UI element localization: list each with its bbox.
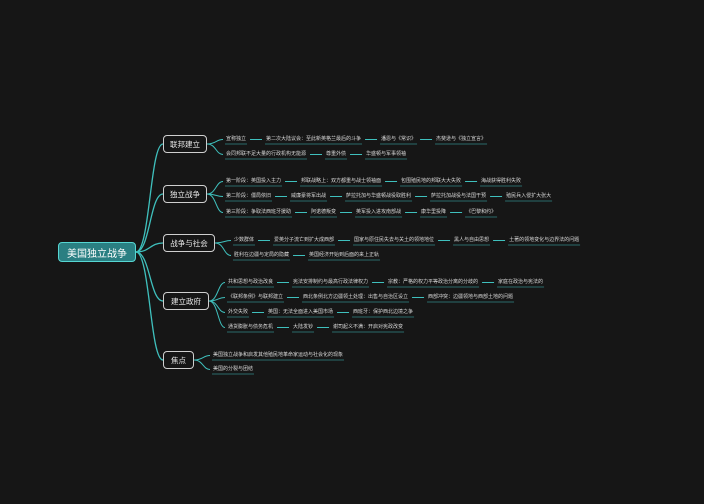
branch-topic[interactable]: 战争与社会 (163, 234, 215, 252)
leaf-topic[interactable]: 殖民兵入侵扩大张大 (506, 193, 552, 199)
connector (208, 282, 226, 302)
leaf-topic[interactable]: 邦联战略上：双方都重与战士领袖面 (301, 178, 382, 184)
leaf-topic[interactable]: 华盛顿与军事领袖 (366, 151, 407, 157)
leaf-topic[interactable]: 海战获得胜利失败 (481, 178, 522, 184)
connector (135, 251, 164, 302)
leaf-topic[interactable]: 阿诺德叛变 (311, 209, 337, 215)
leaf-topic[interactable]: 第一阶段：英国投入主力 (226, 178, 282, 184)
leaf-topic[interactable]: 《联邦条例》与联邦建立 (228, 294, 284, 300)
leaf-topic[interactable]: 萨拉托加战役与法国干预 (431, 193, 487, 199)
connector (135, 143, 164, 253)
connector (193, 355, 211, 361)
connector (206, 193, 224, 213)
connector (206, 181, 224, 195)
connector (208, 300, 226, 328)
leaf-topic[interactable]: 威廉豪将军出战 (291, 193, 327, 199)
leaf-topic[interactable]: 西部冲突：边疆领地与西部土地的问题 (428, 294, 514, 300)
leaf-topic[interactable]: 通货膨胀与债务危机 (228, 324, 274, 330)
leaf-topic[interactable]: 英军投入进攻南部战 (356, 209, 402, 215)
branch-topic[interactable]: 独立战争 (163, 185, 207, 203)
leaf-topic[interactable]: 《巴黎和约》 (466, 209, 497, 215)
branch-label: 焦点 (171, 355, 186, 365)
leaf-topic[interactable]: 英国：无法全面进入美国市场 (268, 309, 334, 315)
connector (135, 193, 164, 253)
root-label: 美国独立战争 (67, 248, 127, 260)
leaf-topic[interactable]: 少数群体 (234, 237, 255, 243)
leaf-topic[interactable]: 第二次大陆议会：至此新英格兰最后的斗争 (266, 136, 362, 142)
leaf-topic[interactable]: 国家与原住民失去与关土的领地地位 (354, 237, 435, 243)
leaf-topic[interactable]: 谢司起义不满：开启对宪政改变 (333, 324, 404, 330)
leaf-topic[interactable]: 爱英分子流亡到扩大成西部 (274, 237, 335, 243)
leaf-topic[interactable]: 宪法安排制约与最高行政法律权力 (293, 279, 369, 285)
leaf-topic[interactable]: 包围殖民地的邦联大大失败 (401, 178, 462, 184)
leaf-topic[interactable]: 黑人与自由思想 (454, 237, 490, 243)
connector (135, 242, 164, 253)
leaf-topic[interactable]: 潘恩与《常识》 (381, 136, 417, 142)
connector (206, 139, 224, 145)
branch-topic[interactable]: 建立政府 (163, 292, 209, 310)
leaf-topic[interactable]: 西北条例北方边疆领土处理：出售与自治区设立 (303, 294, 409, 300)
leaf-topic[interactable]: 西班牙：保护西北边境之争 (353, 309, 414, 315)
branch-label: 联邦建立 (170, 139, 200, 149)
branch-label: 建立政府 (171, 296, 201, 306)
branch-topic[interactable]: 焦点 (163, 351, 194, 369)
leaf-topic[interactable]: 宣称独立 (226, 136, 247, 142)
leaf-topic[interactable]: 宗教：严格的权力平等政治分离的分歧的 (388, 279, 479, 285)
leaf-topic[interactable]: 尊重外债 (326, 151, 347, 157)
leaf-topic[interactable]: 康华里投降 (421, 209, 447, 215)
root-topic[interactable]: 美国独立战争 (58, 242, 136, 262)
connector (206, 143, 224, 155)
leaf-topic[interactable]: 家庭在政治与宪法的 (498, 279, 544, 285)
connector (208, 297, 226, 302)
connector (193, 359, 211, 370)
leaf-topic[interactable]: 土著的领地变化与边界法的问题 (509, 237, 580, 243)
leaf-topic[interactable]: 外交失败 (228, 309, 249, 315)
leaf-topic[interactable]: 大陆发钞 (293, 324, 314, 330)
leaf-topic[interactable]: 共和思想与政治改良 (228, 279, 274, 285)
leaf-topic[interactable]: 美国独立战争和启发其他殖民地革命家运动与社会化的现象 (213, 352, 344, 358)
leaf-topic[interactable]: 第三阶段：争取法西班牙援助 (226, 209, 292, 215)
connector (135, 251, 164, 361)
branch-label: 独立战争 (170, 189, 200, 199)
leaf-topic[interactable]: 萨拉托加与华盛顿战役取胜利 (346, 193, 412, 199)
leaf-topic[interactable]: 英国经济开始到后面的来上正轨 (309, 252, 380, 258)
leaf-topic[interactable]: 杰斐逊与《独立宣言》 (436, 136, 487, 142)
leaf-topic[interactable]: 美国的分裂与团结 (213, 366, 254, 372)
leaf-topic[interactable]: 会同邦联不足大量的行政机构无能源 (226, 151, 307, 157)
leaf-topic[interactable]: 第二阶段：僵局依旧 (226, 193, 272, 199)
branch-label: 战争与社会 (170, 238, 208, 248)
connector (214, 240, 232, 244)
connector (214, 242, 232, 256)
branch-topic[interactable]: 联邦建立 (163, 135, 207, 153)
leaf-topic[interactable]: 胜利在边疆与定局的隐藏 (234, 252, 290, 258)
